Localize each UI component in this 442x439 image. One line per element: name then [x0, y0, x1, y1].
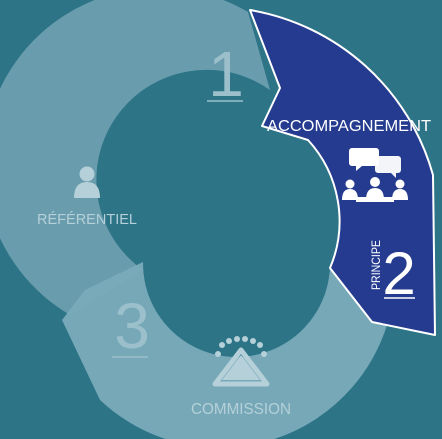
accompagnement-label: ACCOMPAGNEMENT [267, 118, 431, 135]
segment-commission [62, 262, 392, 439]
segment-3-number: 3 [114, 290, 150, 362]
segment-accompagnement [249, 9, 436, 336]
principle-word: PRINCIPE [369, 240, 383, 290]
center-hole [139, 131, 311, 303]
commission-label: COMMISSION [191, 401, 291, 418]
segment-referentiel [0, 0, 270, 315]
referentiel-label: RÉFÉRENTIEL [37, 211, 137, 228]
segment-1-number: 1 [208, 38, 244, 110]
principle-number: 2 [382, 240, 415, 307]
meeting-icon [342, 148, 408, 202]
audience-icon [212, 336, 270, 387]
person-icon [74, 166, 100, 198]
